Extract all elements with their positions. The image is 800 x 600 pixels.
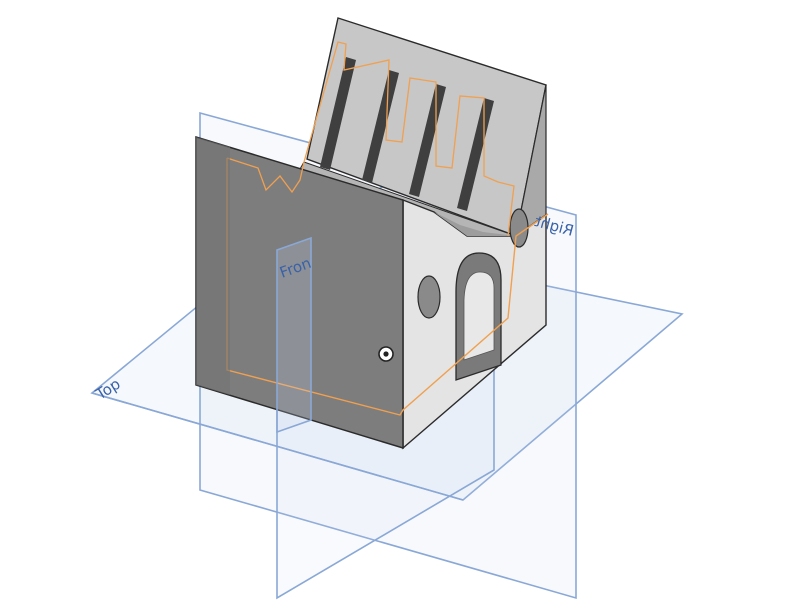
roof-slot-1 <box>320 57 356 170</box>
roof-slot-3 <box>409 84 446 197</box>
house-model[interactable] <box>195 17 549 450</box>
roof-slot-2 <box>362 70 399 183</box>
sketch-outline-top <box>226 41 515 237</box>
origin-point-icon[interactable] <box>378 346 394 362</box>
front-face-shade <box>196 137 230 395</box>
roof-slot-4 <box>457 98 494 211</box>
side-round-window-upper <box>509 208 529 248</box>
top-plane-edge-front <box>91 392 464 501</box>
side-notch-shadow <box>434 212 516 236</box>
doorway-inner <box>463 271 495 361</box>
side-round-window <box>417 275 441 319</box>
front-plane-overlay <box>276 236 312 434</box>
